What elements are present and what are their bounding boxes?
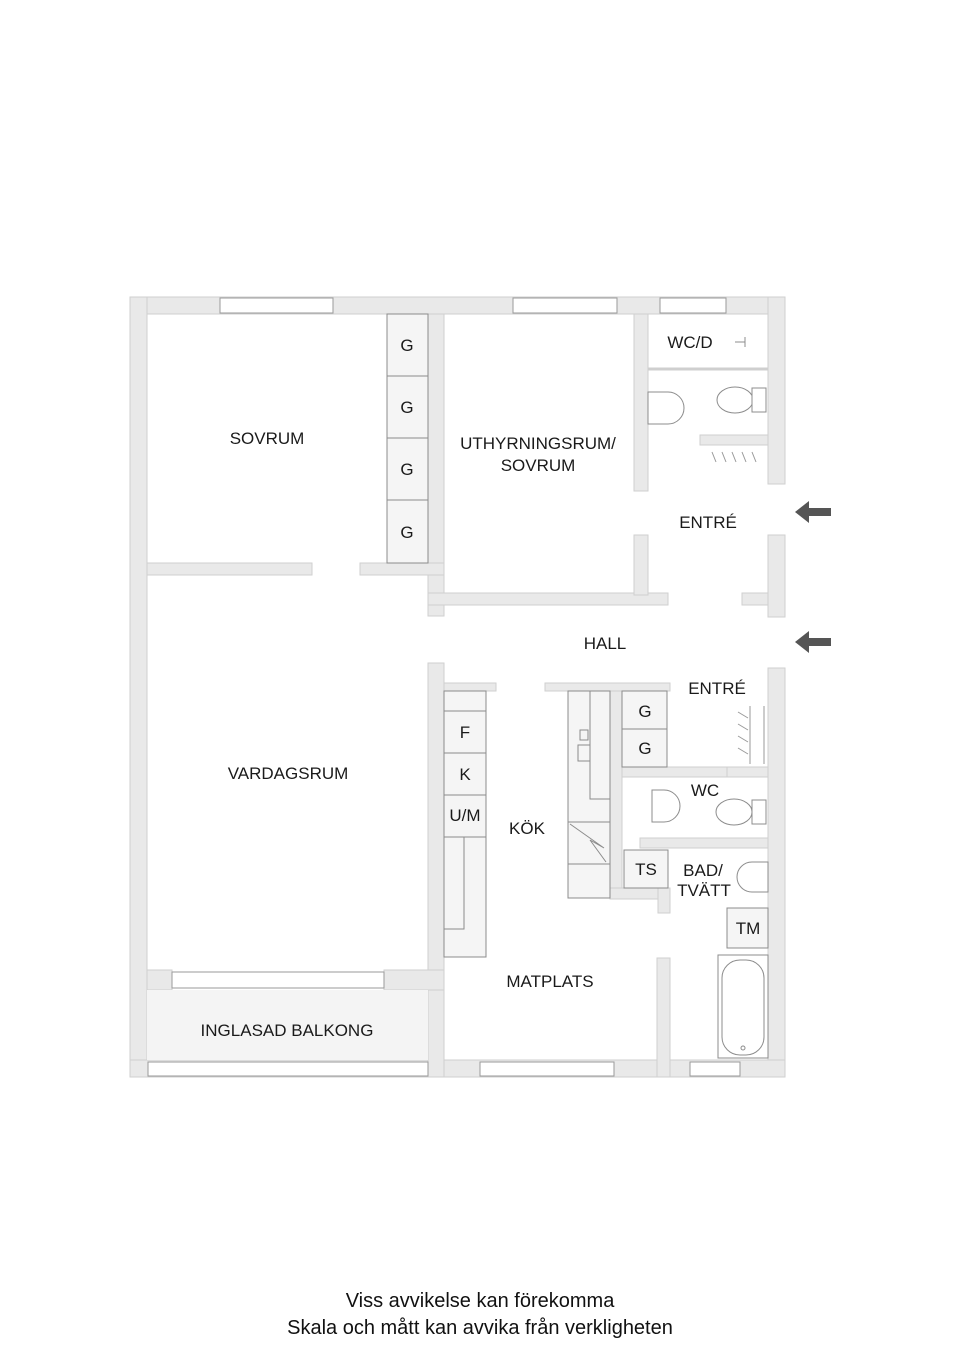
hall-wardrobes [621, 690, 668, 768]
balcony-floor [147, 990, 428, 1060]
disclaimer-line-1: Viss avvikelse kan förekomma [345, 1290, 615, 1312]
label-freezer: K [459, 765, 471, 784]
label-uthyrningsrum-1: UTHYRNINGSRUM/ [460, 434, 616, 453]
label-balkong: INGLASAD BALKONG [201, 1021, 374, 1040]
label-entre-top: ENTRÉ [679, 513, 737, 532]
entrance-arrow-mid-icon [795, 631, 831, 653]
disclaimer-line-2: Skala och mått kan avvika från verklighe… [287, 1317, 673, 1339]
label-hall: HALL [584, 634, 627, 653]
walls [129, 296, 786, 1078]
label-wc-d: WC/D [667, 333, 712, 352]
entrance-arrows [795, 501, 831, 653]
label-wardrobe-3: G [400, 460, 413, 479]
label-washer: TM [736, 919, 761, 938]
label-sovrum: SOVRUM [230, 429, 305, 448]
laundry-machines [623, 849, 769, 949]
label-kok: KÖK [509, 819, 546, 838]
hatch-marks [711, 451, 765, 764]
kitchen-appliances [443, 690, 487, 958]
label-wardrobe-2: G [400, 398, 413, 417]
label-uthyrningsrum-2: SOVRUM [501, 456, 576, 475]
label-entre-mid: ENTRÉ [688, 679, 746, 698]
label-micro: U/M [449, 806, 480, 825]
kitchen-counter [567, 690, 611, 899]
label-wc: WC [691, 781, 719, 800]
label-vardagsrum: VARDAGSRUM [228, 764, 349, 783]
label-hall-wardrobe-2: G [638, 739, 651, 758]
sanitary-fixtures [647, 337, 769, 893]
label-bad-1: BAD/ [683, 861, 723, 880]
wardrobe-column [386, 313, 429, 564]
label-fridge: F [460, 723, 470, 742]
label-wardrobe-4: G [400, 523, 413, 542]
fixture-labels: G G G G G G F K U/M TS TM [400, 336, 760, 938]
label-hall-wardrobe-1: G [638, 702, 651, 721]
label-wardrobe-1: G [400, 336, 413, 355]
bathtub [717, 954, 769, 1059]
entrance-arrow-top-icon [795, 501, 831, 523]
label-bad-2: TVÄTT [677, 881, 731, 900]
room-labels: SOVRUM UTHYRNINGSRUM/ SOVRUM WC/D ENTRÉ … [201, 333, 746, 1040]
label-dryer: TS [635, 860, 657, 879]
label-matplats: MATPLATS [506, 972, 593, 991]
windows [147, 297, 741, 1077]
